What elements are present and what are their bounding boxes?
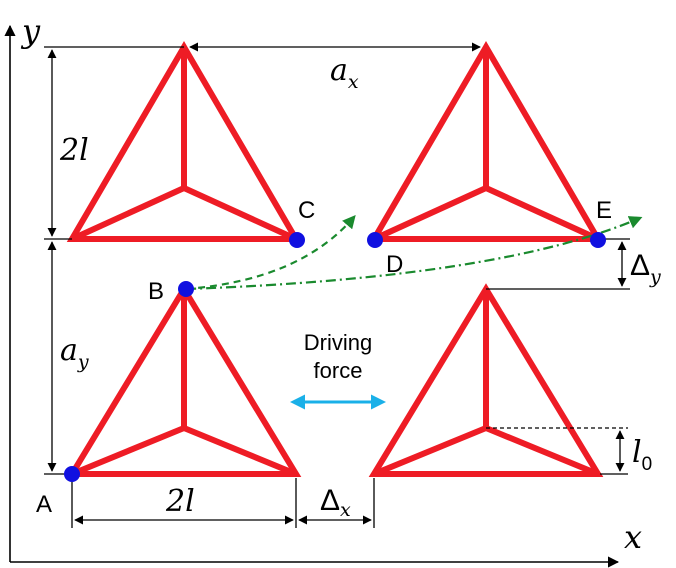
dimension-delta-x [298, 478, 375, 528]
coordinate-axes: y x [4, 12, 642, 568]
label-2l-top: 2l [59, 133, 89, 168]
driving-force-label-line1: Driving [304, 330, 372, 355]
triangle-spoke [372, 185, 488, 242]
point-label-a: A [36, 491, 52, 518]
driving-force-label-line2: force [314, 358, 363, 383]
x-axis-label: x [624, 518, 642, 556]
label-delta-y: Δy [630, 249, 661, 288]
dimension-delta-y [486, 238, 630, 290]
label-l0: l0 [632, 435, 652, 475]
triangle-outline [66, 283, 302, 477]
triangle-spoke [70, 185, 186, 242]
dimension-2l-vertical [44, 46, 184, 240]
point-label-c: C [298, 197, 315, 224]
node-a [64, 466, 80, 482]
triangle-outline [368, 283, 604, 477]
triangle-spoke [182, 425, 298, 477]
node-b [178, 281, 194, 297]
dimension-2l-horizontal [71, 478, 297, 528]
point-label-d: D [386, 251, 403, 278]
label-ay: ay [60, 333, 89, 373]
trajectory-b-to-c [185, 214, 356, 291]
triangle-outline [66, 41, 302, 242]
trajectory-b-to-e [185, 216, 643, 291]
triangle-bottom-right [368, 283, 604, 477]
y-axis-label: y [20, 12, 41, 50]
dimension-l0 [486, 427, 628, 475]
label-ax: ax [330, 53, 359, 93]
triangle-spoke [70, 425, 186, 477]
node-e [590, 232, 606, 248]
triangle-outline [368, 41, 604, 242]
point-label-e: E [596, 197, 612, 224]
label-delta-x: Δx [320, 484, 351, 521]
triangle-top-right [368, 41, 604, 242]
triangle-spoke [182, 185, 298, 242]
triangle-top-left [66, 41, 302, 242]
label-2l-bottom: 2l [165, 484, 195, 519]
node-c [289, 232, 305, 248]
triangle-bottom-left [66, 283, 302, 477]
triangle-spoke [372, 425, 488, 477]
triangle-spoke [484, 185, 600, 242]
node-d [367, 232, 383, 248]
point-label-b: B [148, 278, 164, 305]
triangle-spoke [484, 425, 600, 477]
